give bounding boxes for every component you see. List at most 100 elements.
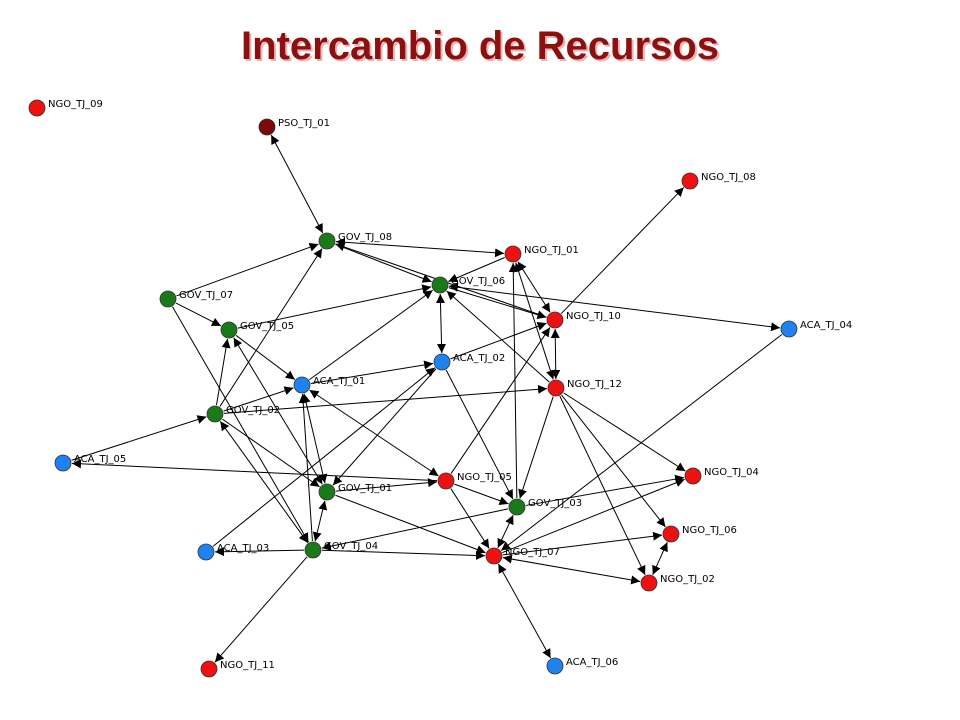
node-GOV_TJ_05: GOV_TJ_05 — [220, 321, 294, 339]
node-marker — [293, 376, 311, 394]
node-NGO_TJ_09: NGO_TJ_09 — [28, 99, 103, 117]
edge-NGO_TJ_12-GOV_TJ_06 — [446, 290, 550, 383]
node-label: GOV_TJ_07 — [179, 290, 233, 301]
edge-GOV_TJ_05-ACA_TJ_01 — [235, 335, 296, 380]
edge-GOV_TJ_03-NGO_TJ_04 — [525, 474, 685, 506]
edge-NGO_TJ_05-ACA_TJ_05 — [71, 459, 438, 482]
node-marker — [431, 276, 449, 294]
node-NGO_TJ_04: NGO_TJ_04 — [684, 467, 759, 485]
node-GOV_TJ_07: GOV_TJ_07 — [159, 290, 233, 308]
edge-NGO_TJ_12-NGO_TJ_04 — [563, 392, 686, 472]
node-ACA_TJ_02: ACA_TJ_02 — [433, 353, 505, 371]
node-marker — [485, 547, 503, 565]
node-ACA_TJ_04: ACA_TJ_04 — [780, 320, 852, 338]
edge-ACA_TJ_05-GOV_TJ_02 — [71, 415, 207, 461]
node-NGO_TJ_02: NGO_TJ_02 — [640, 574, 715, 592]
edge-NGO_TJ_05-GOV_TJ_03 — [454, 483, 509, 506]
page-title: Intercambio de Recursos — [241, 24, 719, 68]
node-marker — [684, 467, 702, 485]
node-marker — [662, 525, 680, 543]
edge-NGO_TJ_05-NGO_TJ_07 — [450, 488, 490, 549]
node-label: NGO_TJ_06 — [682, 525, 737, 536]
node-marker — [546, 657, 564, 675]
edge-GOV_TJ_04-ACA_TJ_03 — [214, 547, 305, 557]
edge-GOV_TJ_02-GOV_TJ_05 — [215, 338, 231, 406]
edge-GOV_TJ_08-GOV_TJ_06 — [335, 243, 432, 283]
edge-NGO_TJ_01-GOV_TJ_06 — [448, 257, 505, 283]
node-label: NGO_TJ_09 — [48, 99, 103, 110]
node-marker — [318, 232, 336, 250]
node-label: NGO_TJ_12 — [567, 379, 622, 390]
edge-NGO_TJ_05-NGO_TJ_10 — [450, 327, 551, 474]
edge-GOV_TJ_04-NGO_TJ_07 — [321, 549, 486, 560]
node-marker — [206, 405, 224, 423]
edge-NGO_TJ_01-NGO_TJ_10 — [517, 261, 551, 313]
node-NGO_TJ_07: NGO_TJ_07 — [485, 547, 560, 565]
node-marker — [28, 99, 46, 117]
node-label: GOV_TJ_08 — [338, 232, 392, 243]
edge-GOV_TJ_01-GOV_TJ_04 — [312, 500, 328, 542]
edge-GOV_TJ_02-NGO_TJ_12 — [223, 384, 548, 414]
edge-GOV_TJ_01-NGO_TJ_05 — [335, 478, 438, 492]
node-marker — [258, 118, 276, 136]
node-label: PSO_TJ_01 — [278, 118, 330, 129]
node-marker — [220, 321, 238, 339]
node-label: NGO_TJ_10 — [566, 311, 621, 322]
node-label: NGO_TJ_02 — [660, 574, 715, 585]
node-label: NGO_TJ_11 — [220, 660, 275, 671]
node-label: GOV_TJ_03 — [528, 498, 582, 509]
edge-GOV_TJ_06-ACA_TJ_02 — [435, 293, 447, 354]
edge-GOV_TJ_07-GOV_TJ_04 — [172, 306, 309, 543]
node-layer: NGO_TJ_09PSO_TJ_01NGO_TJ_08GOV_TJ_08NGO_… — [28, 99, 852, 678]
edge-GOV_TJ_07-GOV_TJ_08 — [176, 242, 319, 297]
edge-NGO_TJ_01-NGO_TJ_12 — [514, 262, 555, 380]
node-NGO_TJ_06: NGO_TJ_06 — [662, 525, 737, 543]
node-label: ACA_TJ_01 — [313, 376, 365, 387]
node-NGO_TJ_01: NGO_TJ_01 — [504, 245, 579, 263]
node-label: GOV_TJ_04 — [324, 541, 378, 552]
edge-GOV_TJ_03-NGO_TJ_01 — [508, 262, 518, 499]
edge-NGO_TJ_07-NGO_TJ_06 — [502, 531, 663, 556]
edge-NGO_TJ_10-NGO_TJ_08 — [560, 187, 685, 314]
edge-layer — [71, 134, 783, 663]
node-marker — [197, 543, 215, 561]
edge-GOV_TJ_07-GOV_TJ_05 — [175, 302, 222, 327]
node-label: NGO_TJ_04 — [704, 467, 759, 478]
node-label: ACA_TJ_02 — [453, 353, 505, 364]
edge-PSO_TJ_01-GOV_TJ_08 — [270, 134, 324, 234]
node-ACA_TJ_01: ACA_TJ_01 — [293, 376, 365, 394]
edge-NGO_TJ_10-NGO_TJ_12 — [550, 328, 561, 380]
edge-ACA_TJ_02-GOV_TJ_03 — [445, 369, 514, 500]
node-label: NGO_TJ_01 — [524, 245, 579, 256]
node-GOV_TJ_06: GOV_TJ_06 — [431, 276, 505, 294]
node-ACA_TJ_06: ACA_TJ_06 — [546, 657, 618, 675]
node-PSO_TJ_01: PSO_TJ_01 — [258, 118, 330, 136]
node-label: NGO_TJ_07 — [505, 547, 560, 558]
edge-NGO_TJ_06-NGO_TJ_02 — [652, 542, 668, 575]
node-marker — [508, 498, 526, 516]
node-NGO_TJ_05: NGO_TJ_05 — [437, 472, 512, 490]
edge-GOV_TJ_05-GOV_TJ_06 — [237, 284, 432, 329]
edge-NGO_TJ_07-NGO_TJ_02 — [502, 554, 641, 585]
node-NGO_TJ_12: NGO_TJ_12 — [547, 379, 622, 397]
edge-NGO_TJ_07-NGO_TJ_04 — [502, 478, 685, 554]
edge-ACA_TJ_02-GOV_TJ_01 — [332, 368, 437, 486]
node-marker — [504, 245, 522, 263]
node-GOV_TJ_02: GOV_TJ_02 — [206, 405, 280, 423]
node-marker — [433, 353, 451, 371]
edge-NGO_TJ_12-NGO_TJ_02 — [559, 395, 646, 576]
edge-GOV_TJ_02-ACA_TJ_01 — [223, 386, 294, 412]
node-GOV_TJ_08: GOV_TJ_08 — [318, 232, 392, 250]
node-label: ACA_TJ_04 — [800, 320, 852, 331]
node-GOV_TJ_01: GOV_TJ_01 — [318, 483, 392, 501]
node-marker — [200, 660, 218, 678]
node-ACA_TJ_03: ACA_TJ_03 — [197, 543, 269, 561]
edge-ACA_TJ_01-GOV_TJ_06 — [308, 289, 434, 381]
node-NGO_TJ_08: NGO_TJ_08 — [681, 172, 756, 190]
edge-ACA_TJ_01-ACA_TJ_02 — [310, 360, 434, 385]
node-marker — [640, 574, 658, 592]
edge-GOV_TJ_08-NGO_TJ_01 — [335, 237, 505, 258]
node-label: ACA_TJ_05 — [74, 454, 126, 465]
node-marker — [547, 379, 565, 397]
